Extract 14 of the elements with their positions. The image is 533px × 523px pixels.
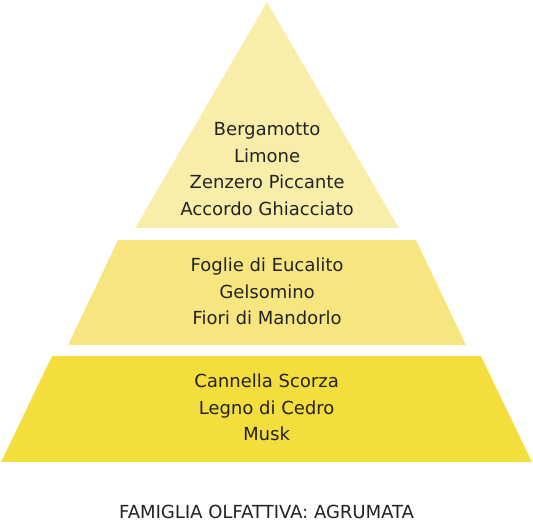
caption: FAMIGLIA OLFATTIVA: AGRUMATA	[118, 502, 415, 523]
note-text: Foglie di Eucalito	[190, 254, 344, 278]
note-text: Legno di Cedro	[198, 396, 334, 420]
note-text: Limone	[234, 144, 300, 168]
note-text: Bergamotto	[214, 118, 320, 142]
note-text: Cannella Scorza	[194, 370, 339, 394]
note-text: Zenzero Piccante	[190, 171, 344, 195]
pyramid-tier	[68, 240, 466, 345]
note-text: Gelsomino	[219, 280, 315, 304]
note-text: Musk	[243, 423, 290, 447]
pyramid-tier	[1, 356, 532, 462]
pyramid-tier	[135, 2, 399, 228]
note-text: Accordo Ghiacciato	[180, 198, 354, 222]
note-text: Fiori di Mandorlo	[192, 307, 342, 331]
